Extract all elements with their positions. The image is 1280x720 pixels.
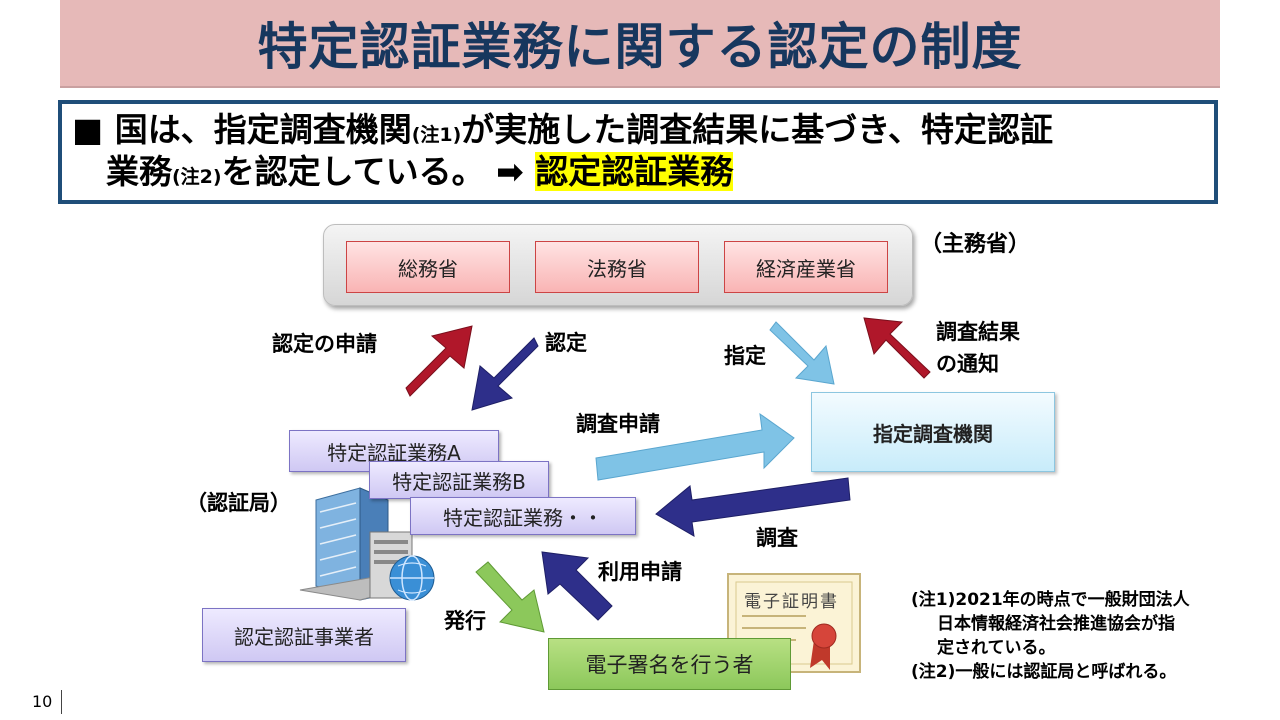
globe-icon xyxy=(389,555,435,601)
arrow-designate xyxy=(769,321,835,385)
label-designate: 指定 xyxy=(724,344,766,368)
lead-line-2: 業務(注2)を認定している。 ➡ 認定認証業務 xyxy=(106,152,734,197)
label-issue: 発行 xyxy=(444,609,486,633)
lead-text-1b: が実施した調査結果に基づき、特定認証 xyxy=(461,110,1053,149)
arrow-investigation xyxy=(655,477,851,537)
lead-statement-box: ■ 国は、指定調査機関(注1)が実施した調査結果に基づき、特定認証 業務(注2)… xyxy=(58,100,1218,204)
label-investigation-request: 調査申請 xyxy=(576,412,660,436)
designated-agency-box: 指定調査機関 xyxy=(811,392,1055,472)
label-apply-certification: 認定の申請 xyxy=(272,332,377,356)
note-ref-2: (注2) xyxy=(172,166,222,188)
business-box-etc: 特定認証業務・・ xyxy=(410,497,636,535)
arrow-issue xyxy=(475,561,545,633)
title-banner: 特定認証業務に関する認定の制度 xyxy=(60,0,1220,88)
operator-box: 認定認証事業者 xyxy=(202,608,406,662)
footnote-1-line-1: (注1)2021年の時点で一般財団法人 xyxy=(911,590,1190,610)
bullet-square: ■ xyxy=(72,110,104,149)
page-number: 10 xyxy=(32,692,53,711)
certificate-label: 電子証明書 xyxy=(744,592,839,612)
page-title: 特定認証業務に関する認定の制度 xyxy=(257,18,1023,76)
ministries-panel: 総務省 法務省 経済産業省 xyxy=(323,224,913,306)
page-number-divider xyxy=(61,690,62,714)
arrow-investigation-request xyxy=(595,412,795,481)
ministry-houmu: 法務省 xyxy=(535,241,699,293)
arrow-notify-result xyxy=(863,317,931,379)
label-notify-result-1: 調査結果 xyxy=(936,320,1020,344)
footnotes: (注1)2021年の時点で一般財団法人 日本情報経済社会推進協会が指 定されてい… xyxy=(911,588,1190,684)
label-certification-authority: （認証局） xyxy=(186,491,291,515)
label-certify: 認定 xyxy=(545,331,587,355)
arrow-apply-certification xyxy=(405,325,473,397)
footnote-1-line-2: 日本情報経済社会推進協会が指 xyxy=(937,614,1175,634)
business-box-b: 特定認証業務B xyxy=(369,461,549,499)
label-investigation: 調査 xyxy=(756,526,798,550)
arrow-use-request xyxy=(541,551,613,621)
footnote-1-line-3: 定されている。 xyxy=(937,638,1056,658)
label-notify-result-2: の通知 xyxy=(936,352,999,376)
lead-text-2b: を認定している。 xyxy=(221,152,485,191)
highlighted-term: 認定認証業務 xyxy=(535,152,734,191)
arrow-certify xyxy=(471,337,539,411)
lead-text-1a: 国は、指定調査機関 xyxy=(114,110,412,149)
right-arrow-icon: ➡ xyxy=(496,152,524,191)
footnote-2: (注2)一般には認証局と呼ばれる。 xyxy=(911,662,1177,682)
label-use-request: 利用申請 xyxy=(598,560,682,584)
ministry-meti: 経済産業省 xyxy=(724,241,888,293)
signer-box: 電子署名を行う者 xyxy=(548,638,791,690)
note-ref-1: (注1) xyxy=(411,124,462,146)
ministry-soumu: 総務省 xyxy=(346,241,510,293)
ministries-label: （主務省） xyxy=(920,232,1031,257)
lead-line-1: ■ 国は、指定調査機関(注1)が実施した調査結果に基づき、特定認証 xyxy=(72,110,1053,155)
lead-text-2a: 業務 xyxy=(106,152,172,191)
